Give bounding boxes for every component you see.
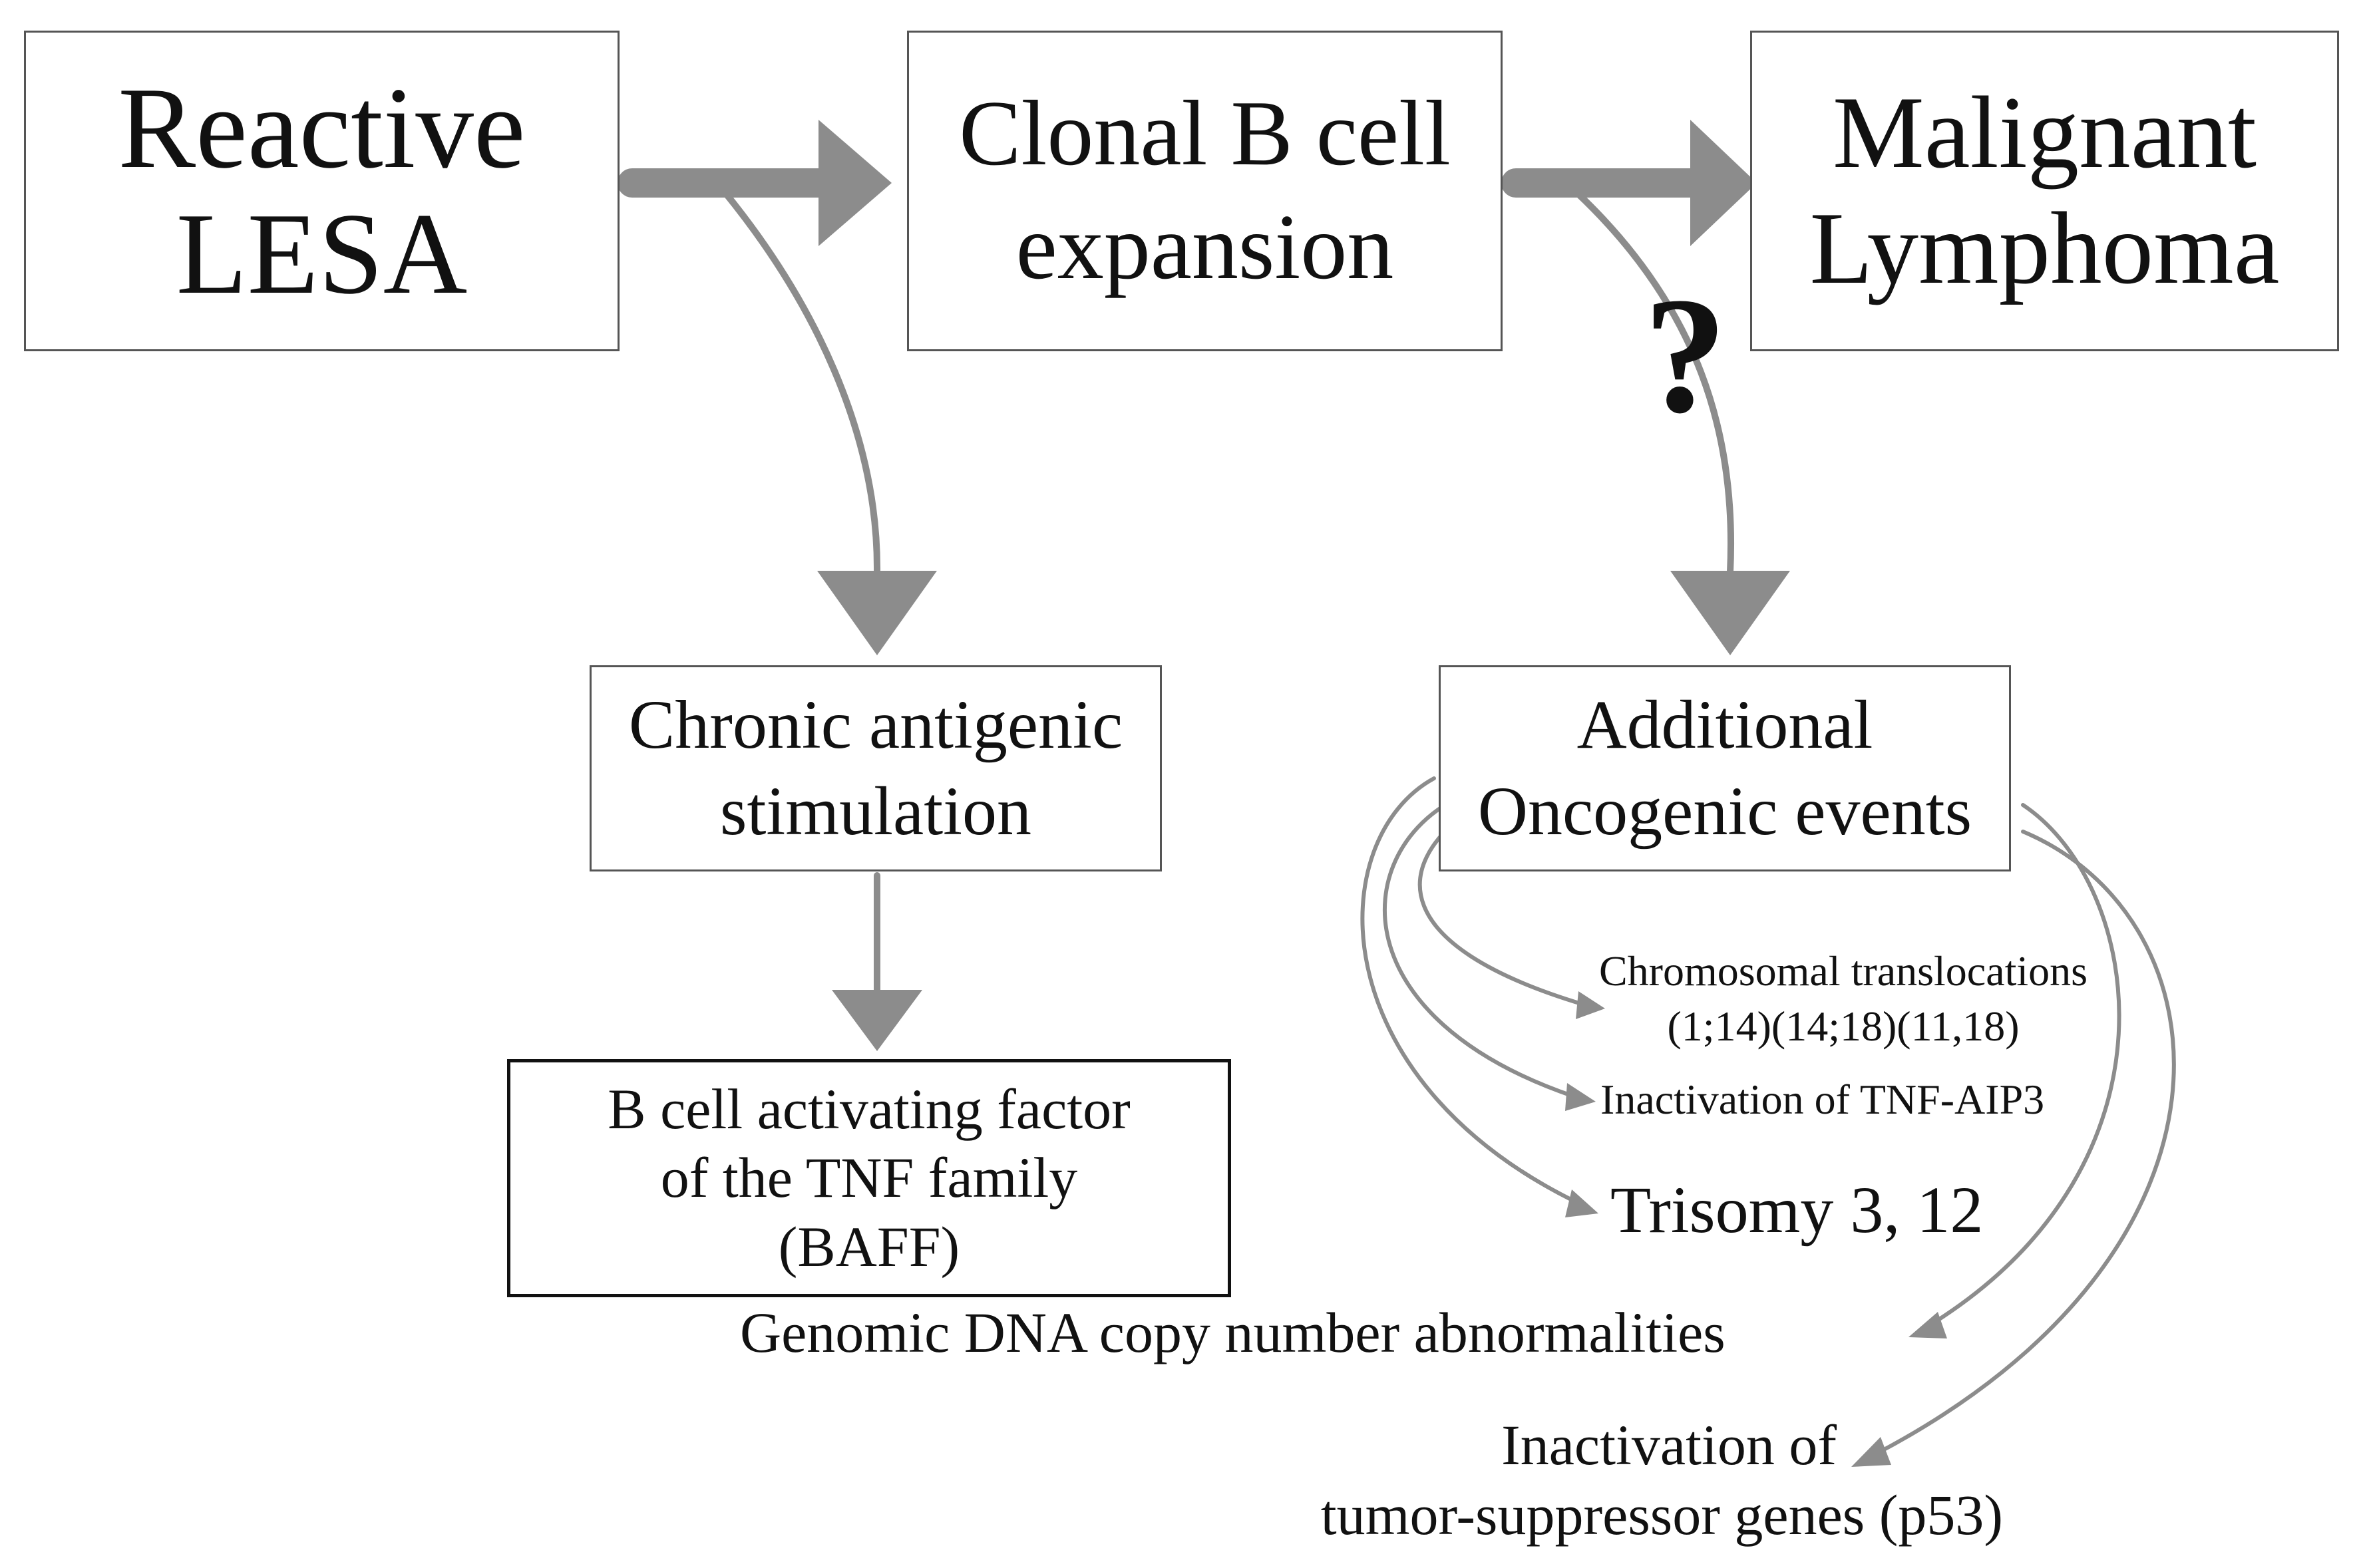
node-reactive-lesa-line1: Reactive [118, 63, 526, 192]
outcome-tumor-suppressor: Inactivation of tumor-suppressor genes (… [1204, 1410, 2003, 1550]
arrowhead-trisomy [1565, 1189, 1598, 1217]
outcome-translocations-line1: Chromosomal translocations [1598, 947, 2088, 995]
arrowhead-lesa-to-clonal [818, 120, 892, 246]
outcome-tnfaip3: Inactivation of TNF-AIP3 [1600, 1076, 2045, 1123]
node-baff-line3: (BAFF) [778, 1214, 960, 1279]
node-clonal-expansion: Clonal B cell expansion [907, 31, 1503, 351]
uncertainty-mark: ? [1644, 263, 1727, 448]
arrow-to-tnfaip3 [1383, 800, 1576, 1098]
node-malignant-lymphoma-line2: Lymphoma [1809, 191, 2280, 305]
arrowhead-chronic [817, 571, 937, 655]
node-baff: B cell activating factor of the TNF fami… [507, 1059, 1231, 1297]
outcome-translocations: Chromosomal translocations (1;14)(14;18)… [1560, 943, 2126, 1054]
arrow-to-trisomy [1360, 776, 1582, 1206]
node-chronic-stimulation-line1: Chronic antigenic [628, 687, 1123, 763]
arrow-to-tumor-suppressor [1875, 830, 2176, 1456]
arrow-to-copy-number [1928, 803, 2121, 1327]
node-reactive-lesa-line2: LESA [176, 189, 468, 318]
node-chronic-stimulation: Chronic antigenic stimulation [590, 665, 1162, 871]
arrowhead-copy-number [1908, 1312, 1947, 1338]
outcome-trisomy: Trisomy 3, 12 [1610, 1173, 1984, 1247]
node-clonal-expansion-line1: Clonal B cell [959, 82, 1451, 186]
node-reactive-lesa: Reactive LESA [24, 31, 620, 351]
arrow-lesa-to-chronic [722, 190, 881, 575]
arrowhead-tnfaip3 [1565, 1083, 1596, 1111]
node-baff-line2: of the TNF family [660, 1146, 1078, 1210]
arrowhead-baff [832, 990, 922, 1051]
node-oncogenic-events-line1: Additional [1576, 687, 1873, 763]
outcome-translocations-line2: (1;14)(14;18)(11,18) [1667, 1003, 2020, 1050]
outcome-tumor-suppressor-line2: tumor-suppressor genes (p53) [1320, 1482, 2003, 1547]
node-malignant-lymphoma: Malignant Lymphoma [1750, 31, 2339, 351]
arrowhead-translocations [1576, 991, 1605, 1019]
node-baff-line1: B cell activating factor [608, 1077, 1131, 1142]
node-oncogenic-events: Additional Oncogenic events [1439, 665, 2011, 871]
arrowhead-oncogenic [1670, 571, 1790, 655]
arrowhead-clonal-to-malignant [1690, 120, 1757, 246]
node-clonal-expansion-line2: expansion [1015, 196, 1394, 299]
node-malignant-lymphoma-line1: Malignant [1832, 75, 2257, 190]
arrowhead-tumor-suppressor [1851, 1437, 1891, 1467]
outcome-copy-number: Genomic DNA copy number abnormalities [740, 1301, 1725, 1364]
arrow-clonal-to-oncogenic [1574, 190, 1735, 575]
node-chronic-stimulation-line2: stimulation [720, 773, 1031, 850]
node-oncogenic-events-line2: Oncogenic events [1477, 773, 1972, 850]
outcome-tumor-suppressor-line1: Inactivation of [1501, 1413, 1837, 1477]
